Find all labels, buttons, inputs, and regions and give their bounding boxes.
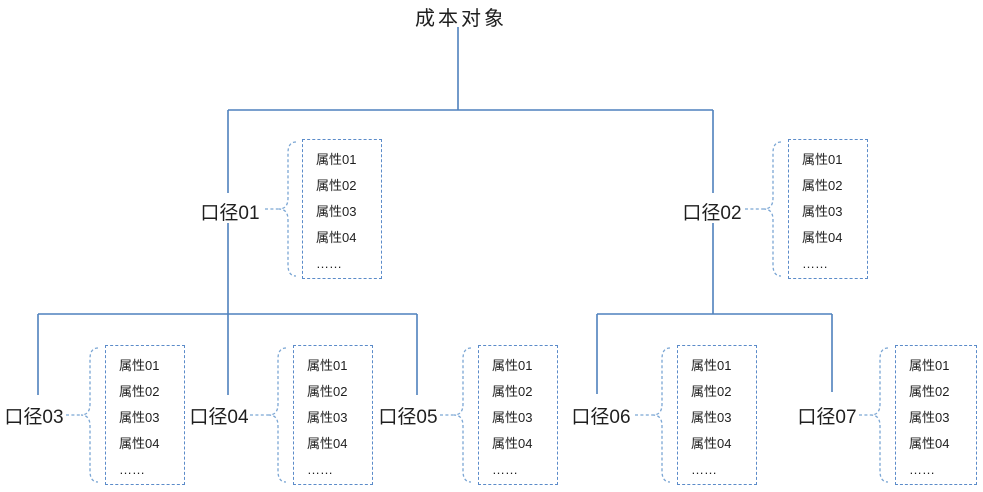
attr-item: …… xyxy=(492,462,518,477)
attr-item: 属性02 xyxy=(802,178,843,193)
attr-box-node07: 属性01 属性02 属性03 属性04 …… xyxy=(895,345,977,485)
attr-item: 属性02 xyxy=(691,384,732,399)
node-label-05: 口径05 xyxy=(378,407,438,428)
attr-item: 属性03 xyxy=(909,410,950,425)
node-label-06: 口径06 xyxy=(571,407,631,428)
attr-item: 属性01 xyxy=(119,358,160,373)
attr-item: …… xyxy=(691,462,717,477)
node-label-01: 口径01 xyxy=(200,203,260,224)
attr-item: 属性04 xyxy=(802,230,843,245)
attr-item: 属性03 xyxy=(691,410,732,425)
attr-item: 属性01 xyxy=(802,152,843,167)
attr-item: 属性01 xyxy=(492,358,533,373)
attr-item: 属性04 xyxy=(307,436,348,451)
attr-item: 属性04 xyxy=(316,230,357,245)
attr-item: 属性01 xyxy=(307,358,348,373)
attr-item: 属性03 xyxy=(802,204,843,219)
root-node-label: 成本对象 xyxy=(415,8,507,30)
brace-icon-node06 xyxy=(652,347,671,483)
attr-item: …… xyxy=(119,462,145,477)
attr-box-node05: 属性01 属性02 属性03 属性04 …… xyxy=(478,345,558,485)
attr-item: …… xyxy=(909,462,935,477)
attr-item: 属性02 xyxy=(316,178,357,193)
attr-item: 属性04 xyxy=(691,436,732,451)
attr-item: 属性03 xyxy=(119,410,160,425)
attr-item: 属性03 xyxy=(316,204,357,219)
brace-icon-node02 xyxy=(763,141,782,277)
attr-item: 属性02 xyxy=(492,384,533,399)
attr-item: 属性02 xyxy=(119,384,160,399)
attr-box-node03: 属性01 属性02 属性03 属性04 …… xyxy=(105,345,185,485)
attr-item: 属性01 xyxy=(316,152,357,167)
attr-box-node01: 属性01 属性02 属性03 属性04 …… xyxy=(302,139,382,279)
attr-item: …… xyxy=(802,256,828,271)
attr-item: …… xyxy=(316,256,342,271)
attr-item: 属性01 xyxy=(909,358,950,373)
brace-icon-node01 xyxy=(278,141,297,277)
node-label-07: 口径07 xyxy=(797,407,857,428)
attr-item: 属性01 xyxy=(691,358,732,373)
brace-icon-node03 xyxy=(80,347,99,483)
brace-icon-node05 xyxy=(453,347,472,483)
attr-item: 属性02 xyxy=(307,384,348,399)
attr-item: 属性03 xyxy=(307,410,348,425)
attr-item: …… xyxy=(307,462,333,477)
node-label-04: 口径04 xyxy=(189,407,249,428)
attr-item: 属性04 xyxy=(909,436,950,451)
node-label-03: 口径03 xyxy=(4,407,64,428)
attr-box-node02: 属性01 属性02 属性03 属性04 …… xyxy=(788,139,868,279)
attr-item: 属性04 xyxy=(119,436,160,451)
node-label-02: 口径02 xyxy=(682,203,742,224)
attr-item: 属性04 xyxy=(492,436,533,451)
attr-box-node04: 属性01 属性02 属性03 属性04 …… xyxy=(293,345,373,485)
attr-item: 属性03 xyxy=(492,410,533,425)
brace-icon-node04 xyxy=(268,347,287,483)
attr-box-node06: 属性01 属性02 属性03 属性04 …… xyxy=(677,345,757,485)
attr-item: 属性02 xyxy=(909,384,950,399)
